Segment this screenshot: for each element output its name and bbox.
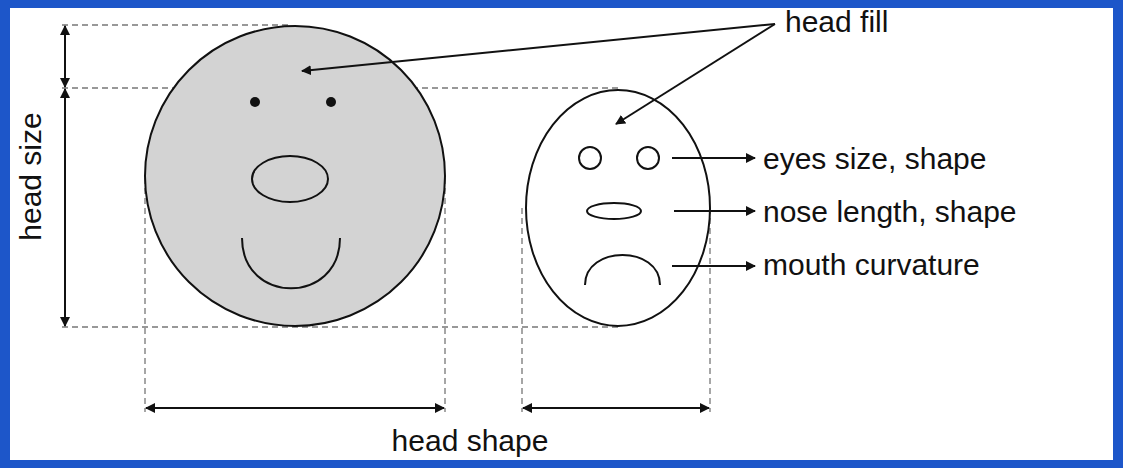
leader-arrows	[302, 24, 775, 266]
feature-label: nose length, shape	[763, 195, 1017, 228]
dimension-label: head shape	[392, 424, 549, 457]
dimension-guides	[62, 25, 710, 412]
feature-label: head fill	[785, 5, 888, 38]
dimension-label: head size	[14, 112, 47, 240]
dimension-arrows	[65, 26, 709, 408]
feature-label: eyes size, shape	[763, 142, 986, 175]
happy-face	[145, 26, 445, 326]
feature-label: mouth curvature	[763, 248, 980, 281]
sad-face	[526, 90, 710, 326]
